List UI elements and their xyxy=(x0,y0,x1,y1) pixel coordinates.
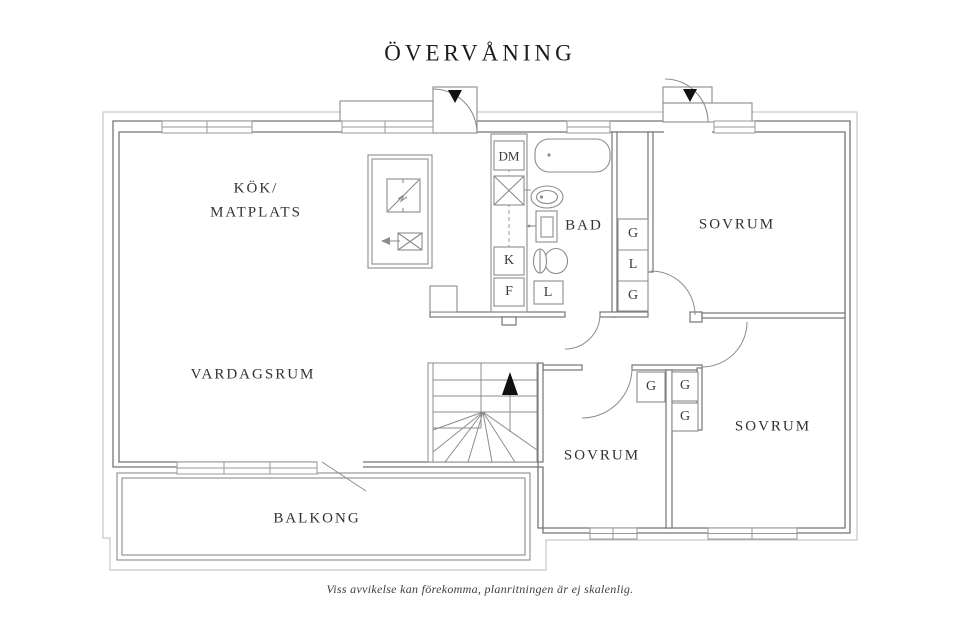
room-label-living-room: VARDAGSRUM xyxy=(190,366,316,383)
label-linen-col: L xyxy=(628,257,638,272)
window xyxy=(707,527,798,540)
door-arcs xyxy=(321,270,748,492)
room-label-bathroom: BAD xyxy=(565,217,603,234)
bedroom-top-door-arc xyxy=(650,270,696,316)
wall-openings xyxy=(317,119,712,470)
label-wardrobe-col-top: G xyxy=(627,226,639,241)
label-freezer: F xyxy=(505,284,513,299)
entry-arrow-icon xyxy=(683,89,697,102)
label-dishwasher: DM xyxy=(498,148,520,164)
room-label-bedroom-top: SOVRUM xyxy=(698,216,776,233)
window xyxy=(566,120,611,134)
exterior-walls xyxy=(112,120,851,534)
room-label-kitchen-line1: KÖK/ xyxy=(233,180,279,197)
bath-door-arc xyxy=(564,313,601,350)
freezer-box xyxy=(493,277,525,307)
bathroom-fixtures xyxy=(527,138,611,305)
label-wardrobe-col-bottom: G xyxy=(627,288,639,303)
room-label-bedroom-bottom-left: SOVRUM xyxy=(563,447,641,464)
window xyxy=(341,120,434,134)
label-fridge: K xyxy=(503,253,515,268)
disclaimer-caption: Viss avvikelse kan förekomma, planritnin… xyxy=(326,582,634,596)
room-label-bedroom-bottom-right: SOVRUM xyxy=(734,418,812,435)
balcony-outline xyxy=(116,472,531,561)
entry-arrow-icon xyxy=(448,90,462,103)
bedroom-left-door-arc xyxy=(581,367,633,419)
window xyxy=(176,461,318,475)
window xyxy=(161,120,253,134)
label-wardrobe-bed-left: G xyxy=(645,379,657,394)
window xyxy=(589,527,638,540)
kitchen-counter xyxy=(490,133,531,313)
bedroom-wardrobes xyxy=(636,371,699,432)
toilet-icon xyxy=(532,247,569,275)
stairs-up-arrow-icon xyxy=(502,372,518,395)
window xyxy=(713,120,756,134)
label-linen-bath: L xyxy=(543,285,553,300)
entry-bay-right xyxy=(662,78,753,123)
bedroom-right-door-arc xyxy=(701,321,748,368)
closet-column xyxy=(617,218,649,312)
bathtub-icon xyxy=(534,138,611,173)
island-sink-icon xyxy=(381,232,423,251)
vanity-icon xyxy=(527,210,558,243)
room-label-kitchen-line2: MATPLATS xyxy=(210,204,302,221)
washbasin-icon xyxy=(530,185,564,209)
fridge-box xyxy=(493,246,525,276)
counter-sink-icon xyxy=(493,175,531,206)
dishwasher-box xyxy=(493,140,525,171)
balcony-door-leaf xyxy=(321,461,367,492)
staircase xyxy=(427,362,538,463)
room-label-balcony: BALKONG xyxy=(273,510,361,527)
linen-box-bath xyxy=(533,280,564,305)
kitchen-island xyxy=(367,154,433,269)
plot-boundary xyxy=(102,111,858,571)
interior-walls xyxy=(429,131,846,529)
label-wardrobe-bed-right-top: G xyxy=(679,378,691,393)
label-wardrobe-bed-right-bottom: G xyxy=(679,409,691,424)
stove-icon xyxy=(386,178,421,213)
windows xyxy=(161,120,798,540)
page-title: ÖVERVÅNING xyxy=(384,40,576,66)
shaft-square xyxy=(429,285,458,313)
